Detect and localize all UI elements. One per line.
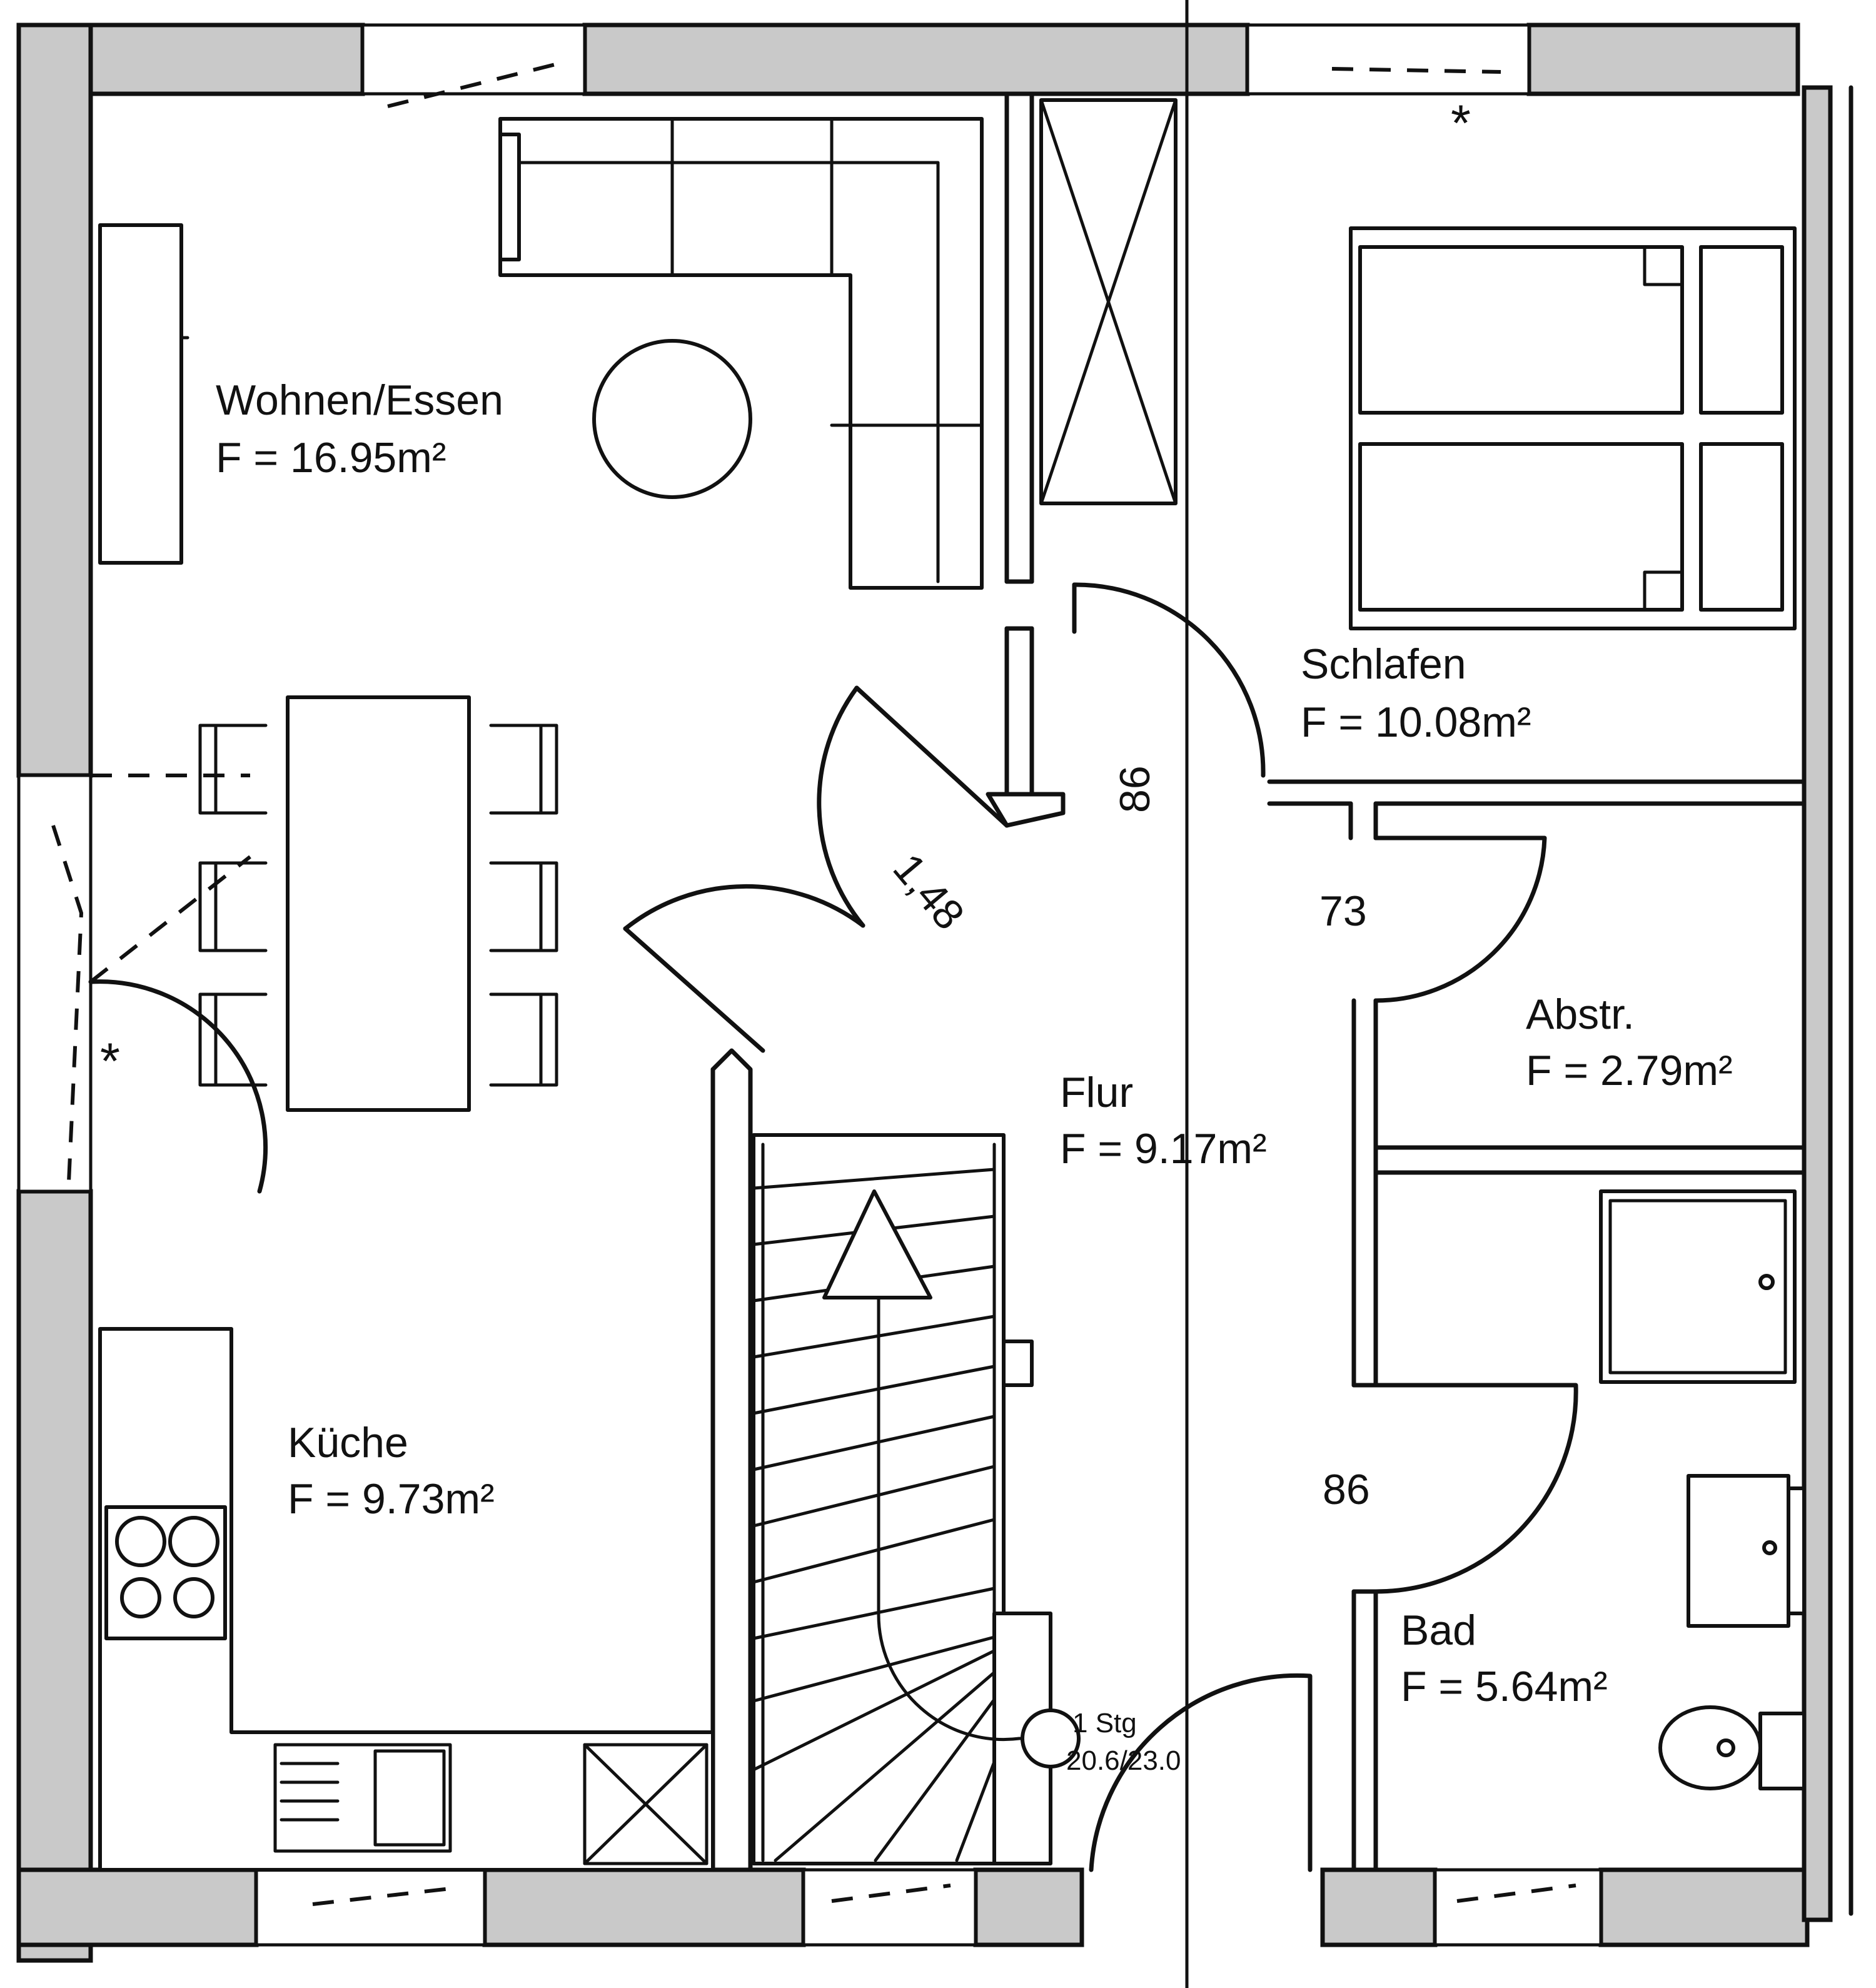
room-area: F = 10.08m² — [1301, 699, 1531, 746]
room-area: F = 9.17m² — [1060, 1125, 1267, 1173]
window-marker-top: * — [1451, 95, 1471, 152]
furniture — [98, 98, 1806, 1872]
room-kueche: Küche F = 9.73m² — [288, 1419, 495, 1523]
window-marker-left: * — [100, 1033, 120, 1090]
window-markers: * * — [100, 95, 1471, 1090]
room-name: Bad — [1401, 1607, 1476, 1654]
room-area: F = 5.64m² — [1401, 1663, 1608, 1710]
stair-ratio-label: 20.6/23.0 — [1066, 1745, 1181, 1776]
room-name: Flur — [1060, 1069, 1133, 1116]
stair-steps — [752, 1168, 1034, 1862]
room-name: Küche — [288, 1419, 408, 1466]
room-flur: Flur F = 9.17m² — [1060, 1069, 1267, 1173]
dim-door-abstr: 73 — [1319, 887, 1367, 935]
room-name: Schlafen — [1301, 640, 1466, 688]
room-schlafen: Schlafen F = 10.08m² — [1301, 640, 1531, 746]
room-wohnen-essen: Wohnen/Essen F = 16.95m² — [216, 376, 503, 482]
room-area: F = 2.79m² — [1526, 1047, 1733, 1094]
outer-walls — [16, 23, 1853, 1963]
room-labels: Wohnen/Essen F = 16.95m² Schlafen F = 10… — [216, 376, 1733, 1710]
staircase — [752, 1133, 1081, 1865]
doors — [51, 582, 1578, 1872]
room-name: Wohnen/Essen — [216, 376, 503, 424]
room-name: Abstr. — [1526, 991, 1635, 1038]
dim-door-flur-schlafen: 86 — [1111, 765, 1159, 813]
room-area: F = 9.73m² — [288, 1475, 495, 1523]
interior-walls — [710, 0, 1807, 1988]
stair-annotation: 1 Stg 20.6/23.0 — [1066, 1708, 1181, 1776]
dim-door-bad: 86 — [1323, 1466, 1370, 1513]
room-abstr: Abstr. F = 2.79m² — [1526, 991, 1733, 1094]
stair-steps-label: 1 Stg — [1072, 1708, 1137, 1738]
dim-door-diagonal: 1,48 — [884, 845, 974, 939]
room-bad: Bad F = 5.64m² — [1401, 1607, 1608, 1710]
dining-chairs — [198, 724, 558, 1087]
room-area: F = 16.95m² — [216, 434, 446, 482]
